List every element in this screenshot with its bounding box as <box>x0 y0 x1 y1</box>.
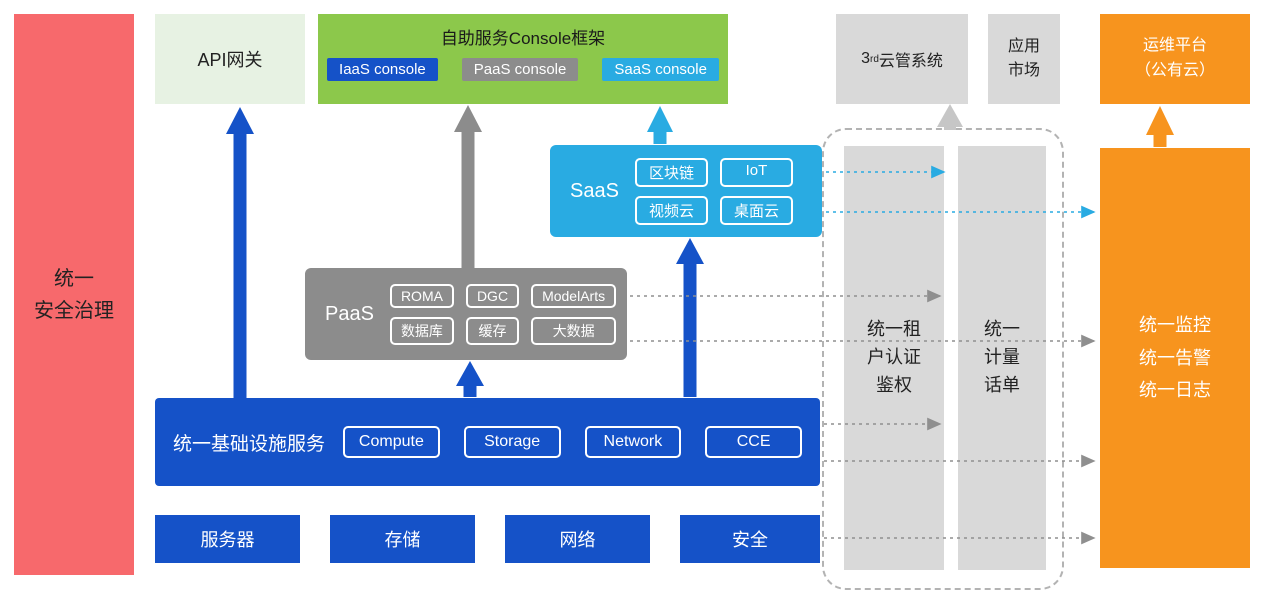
iaas-console-badge: IaaS console <box>327 58 438 81</box>
saas-item-desktop-cloud: 桌面云 <box>719 195 793 225</box>
third-party-ordinal: rd <box>869 53 879 65</box>
tenant-auth-bar: 统一租 户认证 鉴权 <box>844 146 944 570</box>
hardware-storage-box: 存储 <box>330 515 475 563</box>
console-framework-title: 自助服务Console框架 <box>440 29 606 48</box>
metering-billing-bar: 统一 计量 话单 <box>958 146 1046 570</box>
arrow-om-panel-to-om-platform <box>1146 106 1174 147</box>
dashed-shared-services-zone <box>822 128 1064 590</box>
paas-items: ROMA DGC ModelArts 数据库 缓存 大数据 <box>389 283 617 345</box>
third-party-label: 云管系统 <box>878 53 943 70</box>
arrow-iaas-to-api-gateway <box>226 107 254 398</box>
om-platform-public-cloud-box: 运维平台 （公有云） <box>1100 14 1250 104</box>
iaas-item-storage: Storage <box>463 426 561 458</box>
paas-item-roma: ROMA <box>389 283 454 308</box>
monitoring-alarm-log-panel: 统一监控 统一告警 统一日志 <box>1100 148 1250 568</box>
iaas-label: 统一基础设施服务 <box>173 433 326 455</box>
arrow-iaas-to-paas <box>456 361 484 397</box>
security-governance-bar: 统一 安全治理 <box>14 14 134 575</box>
paas-console-badge: PaaS console <box>461 58 579 81</box>
saas-console-badge: SaaS console <box>602 58 719 81</box>
saas-item-video-cloud: 视频云 <box>634 195 708 225</box>
paas-item-cache: 缓存 <box>465 316 520 345</box>
saas-block: SaaS 区块链 IoT 视频云 桌面云 <box>550 145 822 237</box>
saas-item-iot: IoT <box>719 157 793 187</box>
api-gateway-box: API网关 <box>155 14 305 104</box>
arrow-saas-to-console <box>647 106 673 144</box>
paas-block: PaaS ROMA DGC ModelArts 数据库 缓存 大数据 <box>305 268 627 360</box>
paas-item-modelarts: ModelArts <box>531 283 617 308</box>
hardware-network-box: 网络 <box>505 515 650 563</box>
arrow-iaas-to-saas <box>676 238 704 397</box>
paas-item-bigdata: 大数据 <box>531 316 617 345</box>
arrow-paas-to-console <box>454 105 482 268</box>
iaas-items: Compute Storage Network CCE <box>343 426 803 458</box>
arrow-zone-to-third-party <box>937 104 963 130</box>
iaas-item-network: Network <box>584 426 682 458</box>
saas-items: 区块链 IoT 视频云 桌面云 <box>634 157 793 225</box>
iaas-item-cce: CCE <box>705 426 803 458</box>
paas-item-database: 数据库 <box>389 316 454 345</box>
hardware-security-box: 安全 <box>680 515 820 563</box>
hardware-server-box: 服务器 <box>155 515 300 563</box>
app-market-box: 应用 市场 <box>988 14 1060 104</box>
iaas-infrastructure-bar: 统一基础设施服务 Compute Storage Network CCE <box>155 398 820 486</box>
paas-label: PaaS <box>325 302 374 325</box>
console-framework-box: 自助服务Console框架 IaaS console PaaS console … <box>318 14 728 104</box>
paas-item-dgc: DGC <box>465 283 520 308</box>
console-badge-row: IaaS console PaaS console SaaS console <box>327 58 719 81</box>
saas-item-blockchain: 区块链 <box>634 157 708 187</box>
third-party-num: 3 <box>861 50 870 67</box>
saas-label: SaaS <box>570 179 619 202</box>
iaas-item-compute: Compute <box>343 426 440 458</box>
